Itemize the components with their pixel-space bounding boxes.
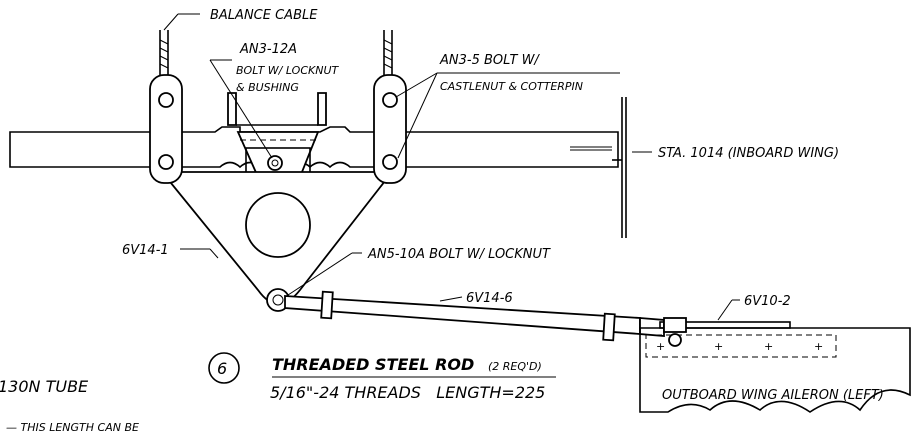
rivet-mark-2: + [764,340,773,353]
label-an3-12a: AN3-12A [239,42,297,57]
right-link [373,30,407,184]
tube-fragment: 130N TUBE [0,377,89,396]
label-6v14-6: 6V14-6 [466,291,513,306]
label-an3-12a-bushing: & BUSHING [236,81,299,94]
label-sta-1014: STA. 1014 (INBOARD WING) [658,146,839,161]
detail-number: 6 [217,359,227,378]
center-bracket [227,92,327,179]
rivet-mark-4: + [656,340,665,353]
label-an5-10a: AN5-10A BOLT W/ LOCKNUT [367,247,551,262]
label-balance-cable: BALANCE CABLE [210,8,318,23]
length-note-fragment: — THIS LENGTH CAN BE [6,421,139,433]
label-an3-5-castlenut: CASTLENUT & COTTERPIN [440,80,583,93]
left-link [149,30,183,184]
label-an3-12a-bolt: BOLT W/ LOCKNUT [236,64,340,77]
label-6v14-1: 6V14-1 [122,243,169,258]
rivet-mark-1: + [714,340,723,353]
station-plate [612,97,627,238]
detail-spec: 5/16"-24 THREADS LENGTH=225 [270,383,545,402]
rivet-mark-3: + [814,340,823,353]
label-6v10-2: 6V10-2 [744,294,791,309]
aileron-body [639,317,911,413]
detail-bubble [208,352,240,384]
aileron-label: OUTBOARD WING AILERON (LEFT) [662,388,884,403]
bellcrank-plate [160,171,394,312]
leader-lines [163,13,740,378]
detail-title: THREADED STEEL ROD [272,355,474,374]
label-an3-5: AN3-5 BOLT W/ [439,53,540,68]
detail-quantity: (2 REQ'D) [488,360,542,373]
